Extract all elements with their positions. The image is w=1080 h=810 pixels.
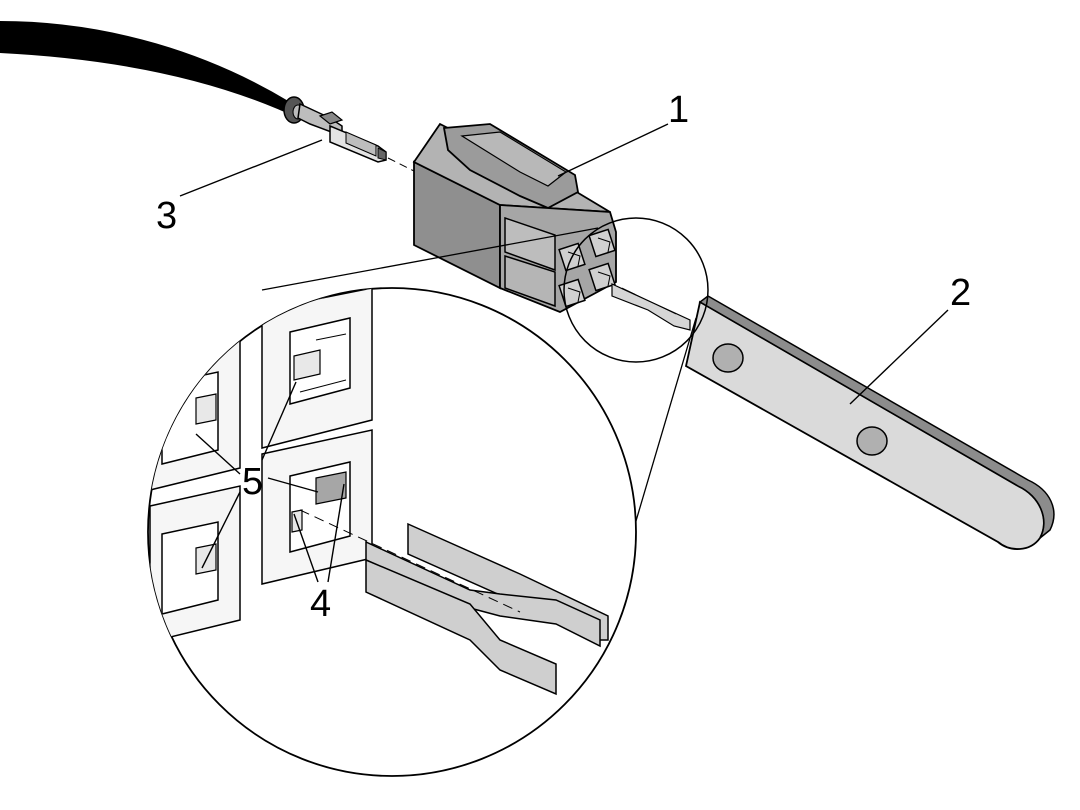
callout-4: 4 [310, 583, 331, 625]
leader-3 [179, 139, 323, 197]
tool-hole-1 [712, 343, 744, 373]
leader-5a [261, 381, 297, 461]
extraction-tool [684, 295, 1055, 550]
tool-edge [698, 295, 1055, 539]
tool-tip-small [611, 283, 691, 331]
leader-4a [293, 513, 319, 583]
leader-1 [557, 123, 669, 177]
cable [0, 20, 305, 124]
callout-1: 1 [668, 89, 689, 131]
callout-5: 5 [242, 461, 263, 503]
leader-5d [201, 491, 241, 569]
detail-tool-blades [299, 509, 609, 696]
tool-hole-2 [856, 426, 888, 456]
cable-body [0, 20, 301, 119]
detail-cavity-top [261, 288, 373, 449]
detail-cavity-left-bottom [149, 485, 241, 643]
connector-front-face [499, 204, 617, 313]
detail-source-circle [563, 217, 709, 363]
leader-5c [267, 477, 319, 493]
detail-cavity-left-top [149, 335, 241, 491]
callout-3: 3 [156, 195, 177, 237]
crimp-terminal [297, 102, 387, 163]
connector-housing [412, 122, 617, 313]
magnifier-line-bottom [627, 317, 697, 549]
magnifier-line-top [261, 227, 599, 291]
leader-2 [849, 309, 949, 405]
tool-body [684, 300, 1045, 550]
callouts: 1 2 3 4 5 [156, 89, 971, 625]
leader-4b [327, 483, 345, 583]
detail-cavity-right [261, 429, 373, 585]
callout-2: 2 [950, 272, 971, 314]
leader-5b [195, 433, 241, 475]
